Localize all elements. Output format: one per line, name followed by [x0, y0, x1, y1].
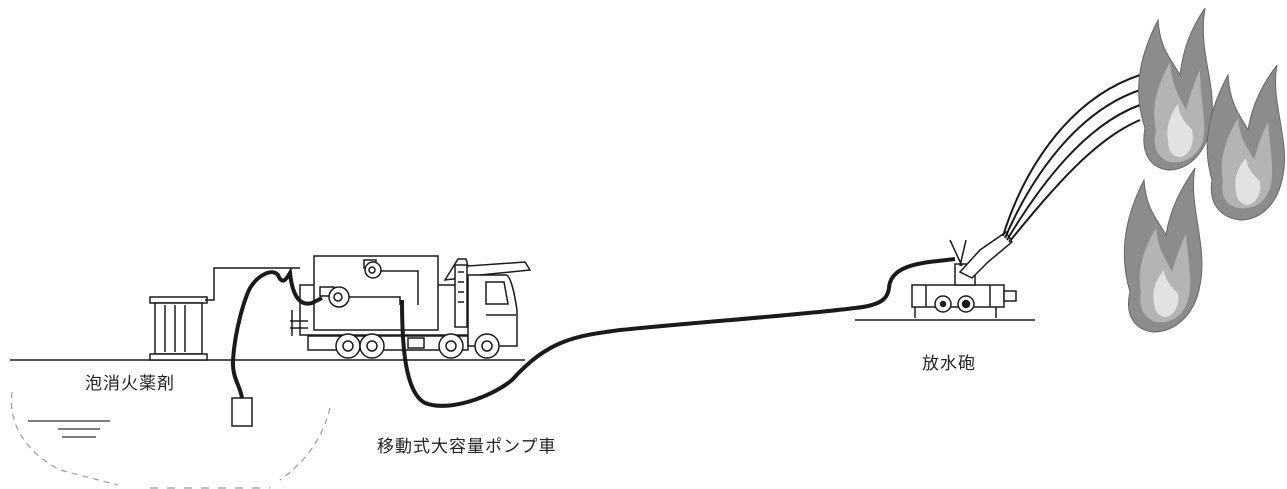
water-streams: [1002, 74, 1141, 243]
water-source: [10, 391, 331, 489]
fire-bottom: [1123, 167, 1203, 333]
foam-agent-tank: [149, 296, 208, 361]
truck-wheels: [335, 333, 500, 359]
label-foam-agent: 泡消火薬剤: [85, 374, 175, 394]
suction-strainer: [231, 397, 253, 427]
label-pump-truck: 移動式大容量ポンプ車: [377, 437, 557, 457]
fire-flames: [1123, 7, 1285, 333]
discharge-hose: [400, 257, 956, 408]
fire-right: [1206, 64, 1285, 221]
pump-truck: [290, 255, 532, 359]
suction-hose: [230, 266, 323, 399]
water-cannon: [911, 230, 1017, 318]
label-water-cannon: 放水砲: [922, 354, 976, 374]
fire-top: [1138, 7, 1213, 171]
foam-supply-line: [205, 267, 300, 301]
